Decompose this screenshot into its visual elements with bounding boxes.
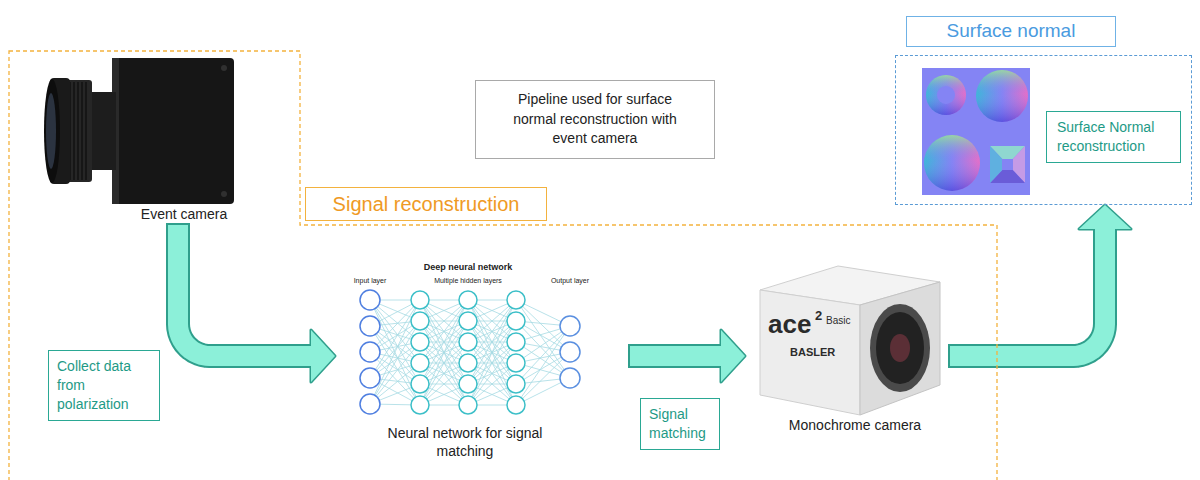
edge-label: Signal matching [640,398,720,450]
lens-knurl [70,82,86,180]
neuron [507,375,525,393]
arrow-shaft-outline [628,344,721,368]
torus-hole [937,86,955,104]
neuron [507,312,525,330]
neuron [360,394,380,414]
arrow-head [721,330,745,382]
edge-label: Collect data from polarization [48,350,160,421]
event-camera-illustration [44,58,234,204]
picture-caption: Neural network for signal matching [365,425,565,460]
camera-front [860,282,940,415]
logo-text: BASLER [790,347,835,358]
normal-map-illustration [922,68,1030,195]
arrow-shaft [950,229,1105,356]
sphere [976,70,1028,122]
torus-shade [926,75,966,115]
monochrome-camera-illustration [760,266,940,415]
neuron [360,290,380,310]
input-neurons [360,290,380,414]
neuron [507,396,525,414]
arrow-shaft-outline [948,229,1105,356]
network-title: Deep neural network [424,263,513,272]
lens-glass [46,93,56,169]
lens-opening [876,312,924,384]
sensor [890,334,910,362]
sphere-shade [924,135,980,191]
layer-name: Input layer [354,277,387,284]
neuron [411,333,429,351]
lens-mount [870,304,930,392]
neuron [560,342,580,362]
camera-side [760,290,860,415]
network-node: Neural network for signal matching [335,262,630,465]
hidden-neurons [411,291,525,414]
sphere-shade [976,70,1028,122]
region-outline [9,51,997,480]
arrow-head [311,330,335,382]
neuron [360,316,380,336]
neural-network-illustration [360,290,580,414]
pyramid-top [1002,159,1013,170]
flow-arrow [178,223,335,382]
logo-text: Basic [826,316,850,326]
process-box: Surface Normal reconstruction [1046,111,1181,163]
picture-caption: Monochrome camera [755,417,955,435]
region-outline [8,50,998,480]
camera-node: Event camera [40,52,240,225]
arrow-head-outline [311,330,335,382]
lens-barrel [88,92,116,170]
note-box: Pipeline used for surface normal reconst… [475,80,715,159]
flow-arrow [948,205,1131,356]
section-heading: Surface normal [906,16,1116,47]
sphere [924,135,980,191]
layer-name: Output layer [551,277,589,284]
neuron [560,368,580,388]
arrow-shaft [178,225,311,356]
note-text: Pipeline used for surface normal reconst… [500,90,690,149]
neuron [507,291,525,309]
neuron [411,312,429,330]
lens-rim [44,79,60,183]
neuron [411,354,429,372]
neuron [560,316,580,336]
neuron [459,333,477,351]
neuron [459,312,477,330]
camera-screw [221,191,227,197]
section-region: Surface normalSurface Normal reconstruct… [895,55,1192,205]
section-region: Signal reconstructionEvent cameraNeural … [8,50,998,480]
logo-text: ace [768,311,811,337]
neuron [411,396,429,414]
output-neurons [560,316,580,388]
neuron [459,354,477,372]
flow-arrow [628,330,745,382]
camera-screw [221,65,227,71]
neuron [411,291,429,309]
neuron [507,354,525,372]
process-text: Surface Normal reconstruction [1057,118,1170,156]
logo-text: 2 [815,309,822,322]
section-heading: Signal reconstruction [305,187,547,221]
picture-caption: Event camera [128,206,240,224]
camera-node: Monochrome camera [745,262,950,442]
arrow-shaft-outline [178,223,311,356]
arrow-head-outline [721,330,745,382]
neuron [459,375,477,393]
camera-body [112,58,234,204]
neuron [459,396,477,414]
neuron [459,291,477,309]
neuron [360,368,380,388]
normal-map-ground [922,68,1030,195]
neuron [507,333,525,351]
torus [926,75,966,115]
arrow-head-outline [1079,205,1131,229]
layer-name: Multiple hidden layers [434,277,502,284]
neuron [360,342,380,362]
neuron [411,375,429,393]
arrow-head [1079,205,1131,229]
arrow-shaft [630,346,721,366]
